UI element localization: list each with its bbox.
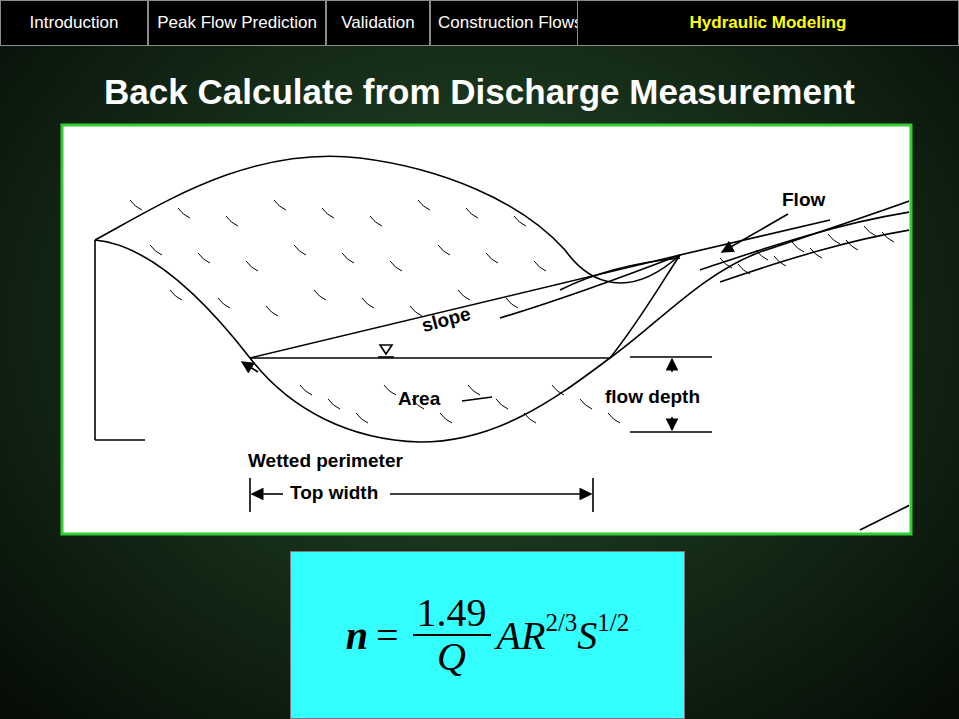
depth-arrow [671, 417, 673, 430]
box-edge [860, 215, 909, 530]
perimeter-arrow [242, 362, 258, 372]
bank-texture [356, 413, 368, 423]
bank-texture [130, 200, 142, 210]
nav-tab: Introduction [0, 0, 148, 46]
bank-texture [274, 200, 286, 210]
slide-title: Back Calculate from Discharge Measuremen… [0, 72, 959, 112]
bank-texture [418, 200, 430, 210]
box-edge [94, 240, 96, 440]
bank-texture [756, 250, 768, 260]
water-edge-right [610, 220, 830, 358]
bank-texture [810, 248, 822, 258]
variable: n [346, 612, 368, 659]
bank-texture [440, 413, 452, 423]
bank-texture [170, 290, 182, 300]
bank-texture [150, 245, 162, 255]
bank-texture [466, 208, 478, 218]
bank-texture [266, 306, 278, 316]
tab-label: Introduction [30, 13, 119, 33]
depth-label: flow depth [605, 387, 700, 408]
nav-tab: Construction Flows [430, 0, 591, 46]
perimeter-label: Wetted perimeter [248, 451, 403, 472]
width-arrow [252, 493, 283, 495]
bank-texture [178, 208, 190, 218]
bank-texture [864, 226, 876, 236]
bank-texture [370, 216, 382, 226]
numerator: 1.49 [413, 592, 491, 636]
tab-label: Construction Flows [438, 13, 583, 33]
tab-label: Validation [341, 13, 414, 33]
nav-tab: Validation [326, 0, 430, 46]
tab-label: Peak Flow Prediction [157, 13, 317, 33]
bank-texture [486, 253, 498, 263]
variable: AR [497, 612, 546, 659]
nav-tab: Hydraulic Modeling [577, 0, 959, 46]
width-arrow [390, 493, 591, 495]
water-surface-symbol [378, 356, 394, 358]
water-edge-left [250, 255, 680, 358]
bank-texture [226, 216, 238, 226]
slope-label: slope [420, 304, 473, 337]
water-surface [250, 357, 610, 359]
bank-texture [322, 208, 334, 218]
water-surface-symbol [380, 345, 392, 354]
bank-texture [458, 290, 470, 300]
bank-texture [792, 242, 804, 252]
bank-texture [828, 234, 840, 244]
bank-texture [384, 385, 396, 395]
right-bank-lines [700, 212, 909, 282]
area-leader [462, 397, 492, 401]
bank-texture [846, 240, 858, 250]
bank-texture [496, 399, 508, 409]
figure-panel [62, 125, 911, 534]
bank-texture [738, 264, 750, 274]
slope-line [500, 255, 680, 318]
bank-texture [580, 399, 592, 409]
bank-texture [294, 245, 306, 255]
bank-texture [524, 413, 536, 423]
nav-tab: Peak Flow Prediction [148, 0, 326, 46]
depth-arrow [671, 359, 673, 372]
bank-texture [328, 399, 340, 409]
bank-texture [882, 232, 894, 242]
denominator: Q [437, 636, 466, 678]
left-bank-ridge [95, 156, 680, 283]
channel-bed-line [560, 258, 680, 290]
bank-texture [314, 290, 326, 300]
formula-box: n=1.49QAR2/3S1/2 [290, 551, 685, 719]
bank-texture [362, 298, 374, 308]
bank-texture [534, 261, 546, 271]
flow-leader [722, 214, 788, 252]
bank-texture [198, 253, 210, 263]
width-label: Top width [290, 483, 378, 504]
tab-label: Hydraulic Modeling [690, 13, 847, 33]
bank-texture [342, 253, 354, 263]
bank-texture [410, 306, 422, 316]
variable: S [577, 612, 597, 659]
bank-texture [720, 258, 732, 268]
bank-texture [608, 413, 620, 423]
bank-texture [246, 261, 258, 271]
bank-texture [218, 298, 230, 308]
bank-texture [300, 385, 312, 395]
bank-texture [468, 385, 480, 395]
equals-sign: = [376, 612, 399, 659]
flow-label: Flow [782, 190, 825, 211]
exponent: 1/2 [597, 609, 629, 637]
area-label: Area [398, 389, 440, 410]
bank-texture [506, 298, 518, 308]
channel-cross-section [95, 200, 909, 442]
fraction: 1.49Q [413, 592, 491, 678]
exponent: 2/3 [545, 609, 577, 637]
bank-texture [390, 261, 402, 271]
width-ticks [250, 478, 593, 512]
bank-texture [552, 385, 564, 395]
bank-texture [774, 256, 786, 266]
box-edge [95, 439, 145, 441]
bank-texture [514, 216, 526, 226]
bank-texture [438, 245, 450, 255]
